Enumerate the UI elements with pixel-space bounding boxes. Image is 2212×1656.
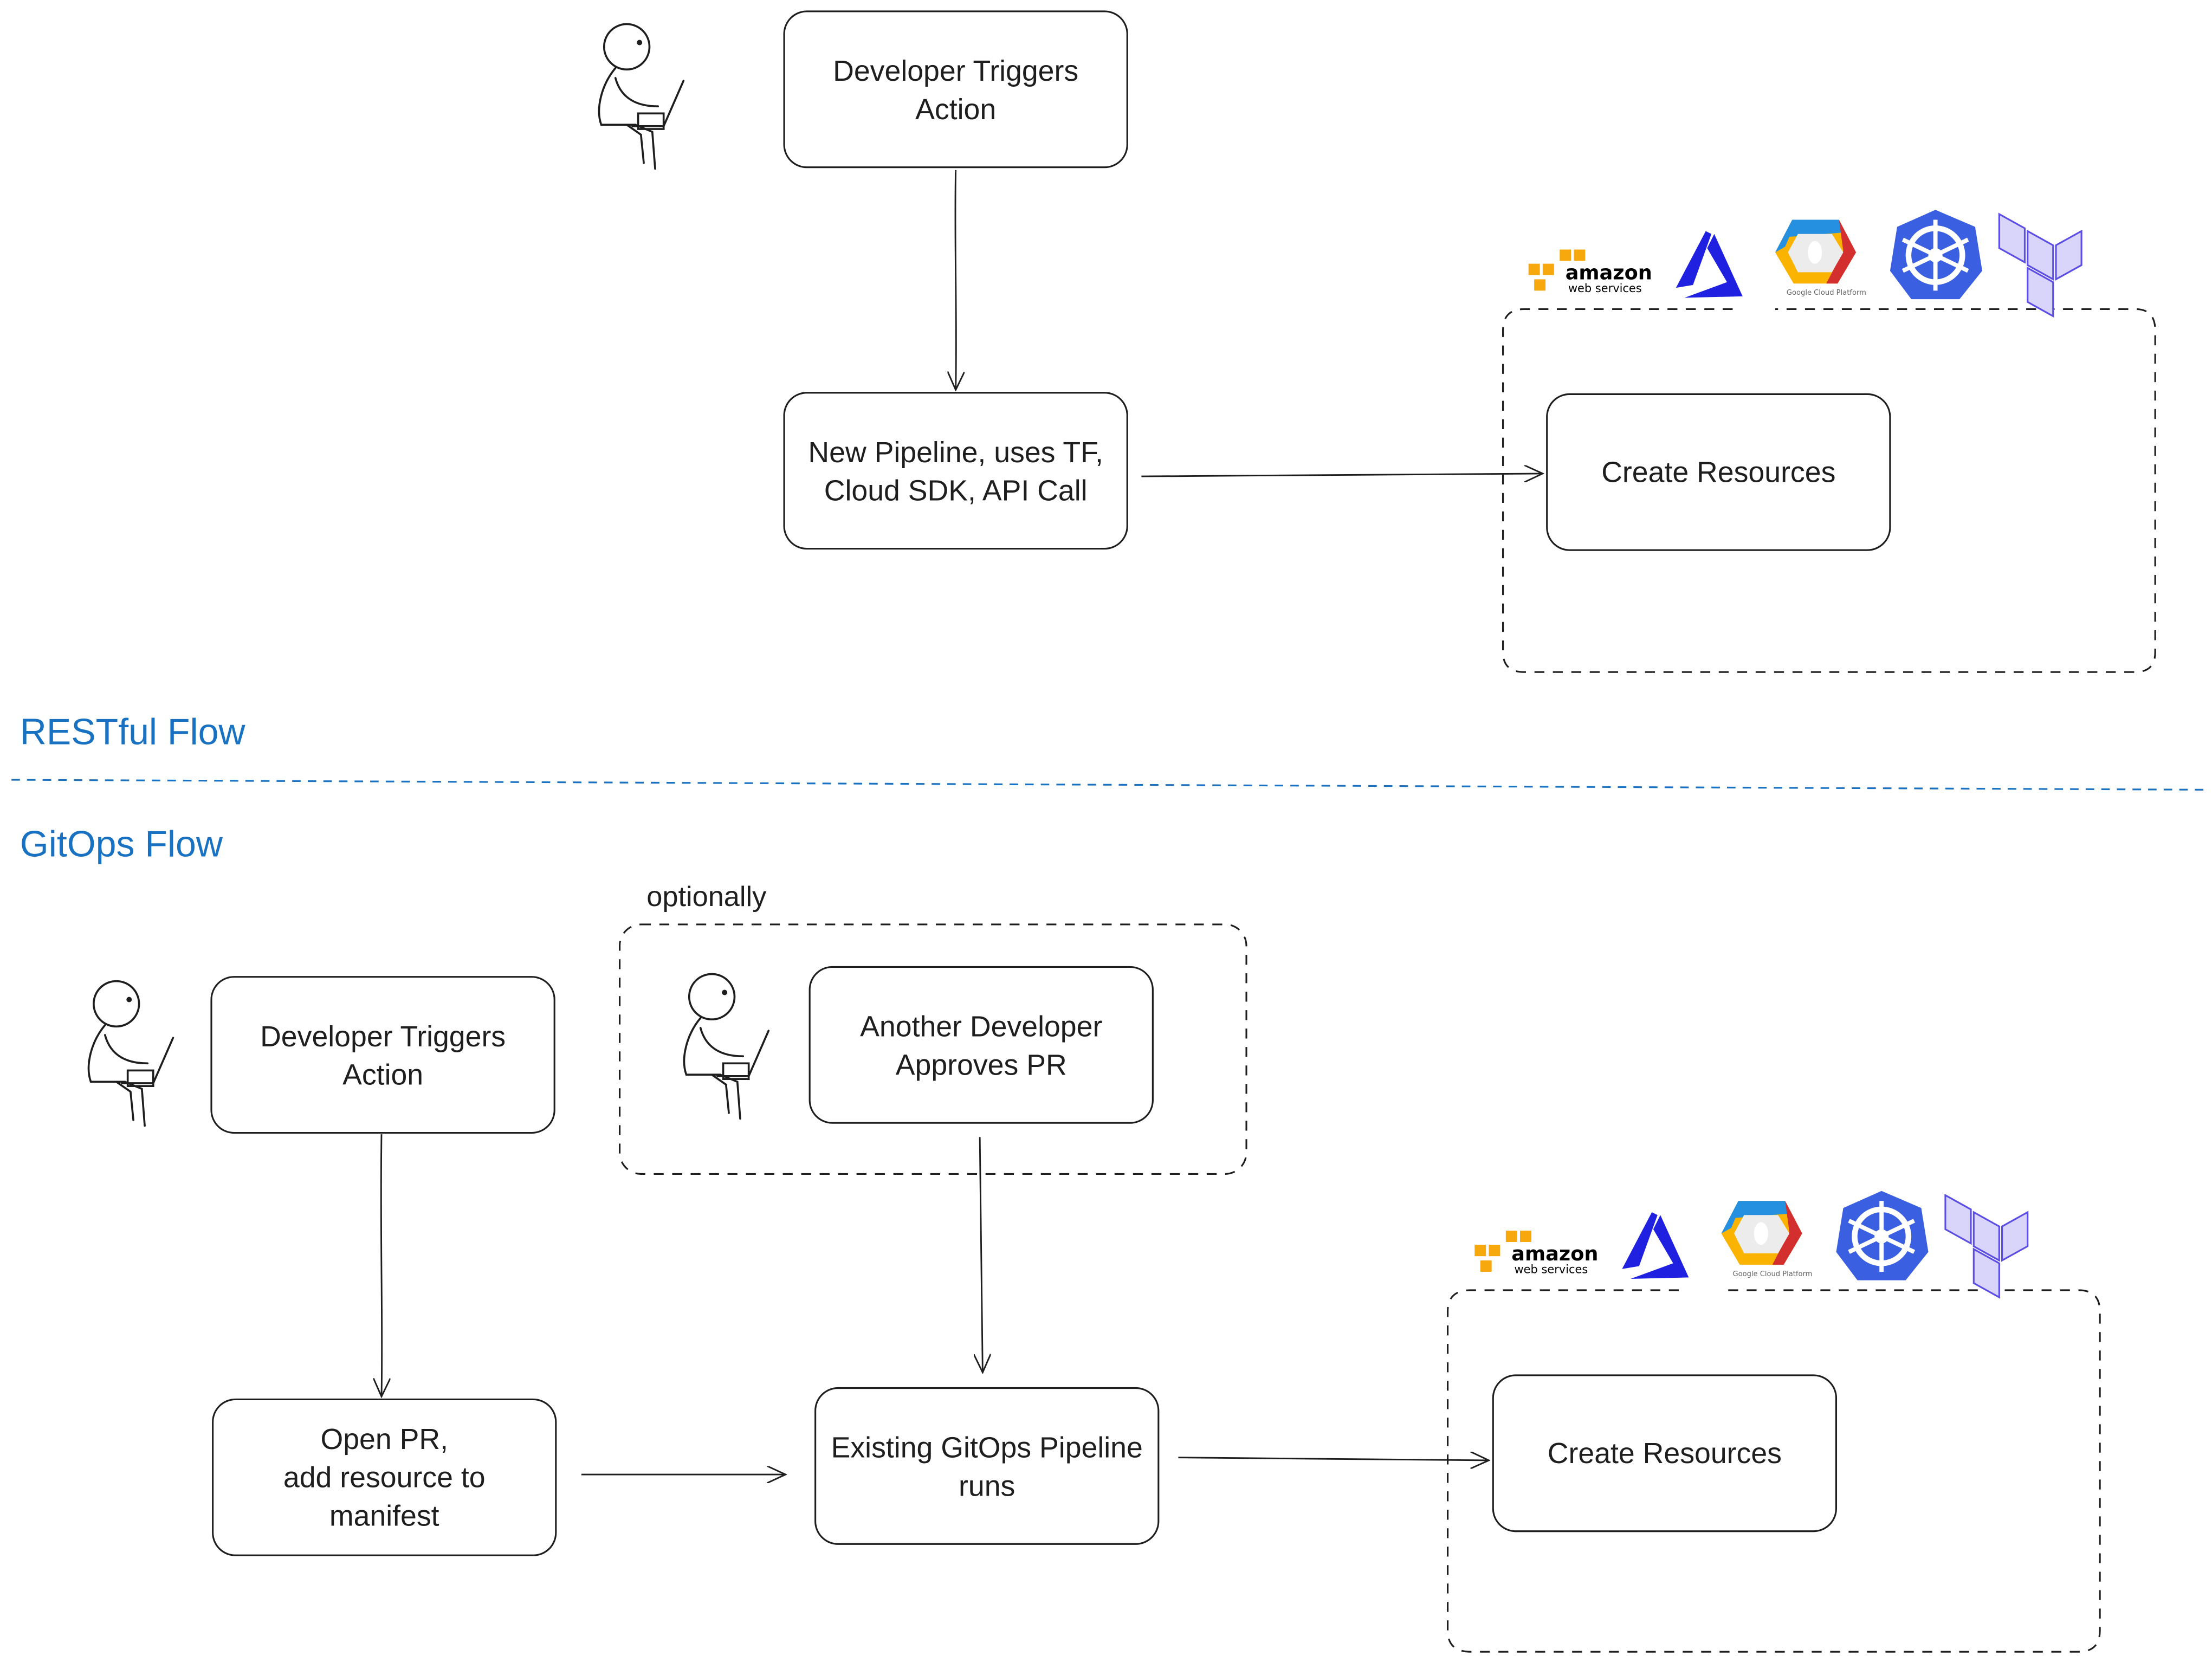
arrow [381,1134,382,1396]
box-label: Developer Triggers [833,55,1078,87]
box-label: Existing GitOps Pipeline [831,1432,1143,1464]
optional-approval-container [618,923,1247,1175]
restful-flow: Developer Triggers Action New Pipeline, … [598,10,2156,673]
box-label: Open PR, [320,1423,448,1456]
cloud-provider-container [1502,308,2156,673]
cloud-logos [1474,1191,2027,1297]
box-label: add resource to [283,1461,486,1494]
gitops-trigger-box: Developer Triggers Action [210,976,555,1134]
cloud-provider-container [1446,1289,2101,1653]
restful-section-label: RESTful Flow [20,711,246,753]
box-label: Action [915,93,996,126]
box-label: New Pipeline, uses TF, [808,436,1103,469]
box-label: Approves PR [896,1049,1067,1081]
developer-person-icon [598,23,685,170]
box-label: Action [342,1059,423,1091]
arrow [955,170,956,390]
arrow [1141,474,1542,476]
section-divider [11,779,2205,791]
box-label: Create Resources [1601,456,1835,489]
gitops-section-label: GitOps Flow [20,823,223,864]
box-label: Cloud SDK, API Call [824,475,1088,507]
cloud-logos [1529,210,2081,316]
optional-label: optionally [646,881,767,913]
gitops-resources-box: Create Resources [1492,1374,1838,1532]
developer-person-icon [87,980,174,1127]
box-label: Another Developer [860,1011,1102,1043]
box-label: Developer Triggers [260,1020,506,1053]
gitops-approve-box: Another Developer Approves PR [809,966,1154,1124]
gitops-pipeline-box: Existing GitOps Pipeline runs [814,1387,1160,1545]
box-label: runs [959,1470,1015,1502]
restful-pipeline-box: New Pipeline, uses TF, Cloud SDK, API Ca… [783,392,1128,550]
gitops-flow: optionally Developer Triggers Action Ano… [87,881,2101,1653]
restful-trigger-box: Developer Triggers Action [783,10,1128,169]
gitops-pr-box: Open PR, add resource to manifest [212,1398,557,1556]
reviewer-person-icon [683,973,770,1120]
arrow [1178,1458,1489,1460]
box-label: manifest [329,1499,439,1532]
restful-resources-box: Create Resources [1546,393,1891,551]
box-label: Create Resources [1548,1437,1782,1470]
arrow [980,1137,982,1372]
